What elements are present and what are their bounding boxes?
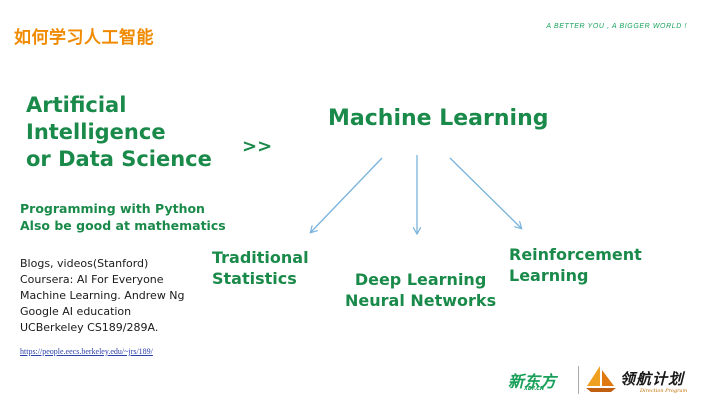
branch-label-line: Learning: [509, 266, 589, 285]
branch-traditional-statistics: Traditional Statistics: [212, 247, 309, 289]
arrow-to-traditional: [311, 157, 383, 232]
slide-title: 如何学习人工智能: [14, 28, 154, 48]
resource-item: Coursera: AI For Everyone: [20, 273, 164, 286]
program-logo-sub: Direction Program: [640, 388, 688, 394]
skill-item: Also be good at mathematics: [20, 218, 226, 233]
logo-divider: [578, 366, 579, 394]
branch-deep-learning: Deep Learning Neural Networks: [345, 269, 496, 311]
branch-label-line: Reinforcement: [509, 245, 642, 264]
branch-reinforcement-learning: Reinforcement Learning: [509, 244, 642, 286]
branch-label-line: Traditional: [212, 248, 309, 267]
skill-item: Programming with Python: [20, 201, 205, 216]
ai-heading-line: Intelligence: [26, 120, 166, 144]
branch-label-line: Deep Learning: [354, 270, 487, 289]
ai-heading: Artificial Intelligence or Data Science: [26, 92, 212, 173]
xdf-logo-sub: XDF.CN: [524, 386, 545, 392]
arrow-to-reinforcement: [449, 157, 521, 228]
xdf-logo: 新东方 XDF.CN: [508, 368, 556, 392]
resource-item: UCBerkeley CS189/289A.: [20, 321, 159, 334]
resource-item: Machine Learning. Andrew Ng: [20, 289, 185, 302]
machine-learning-heading: Machine Learning: [328, 106, 549, 131]
berkeley-course-link[interactable]: https://people.eecs.berkeley.edu/~jrs/18…: [20, 347, 153, 356]
ai-heading-line: or Data Science: [26, 147, 212, 171]
ai-heading-line: Artificial: [26, 93, 127, 117]
skills-list: Programming with Python Also be good at …: [20, 200, 226, 234]
xdf-logo-text: 新东方: [508, 372, 557, 391]
program-logo-text: 领航计划: [620, 370, 685, 388]
resource-item: Google AI education: [20, 305, 132, 318]
branch-label-line: Statistics: [212, 269, 297, 288]
connector-symbol: >>: [242, 136, 273, 157]
resource-item: Blogs, videos(Stanford): [20, 257, 149, 270]
branch-label-line: Neural Networks: [345, 291, 497, 310]
sailboat-icon: [586, 366, 616, 392]
resources-list: Blogs, videos(Stanford) Coursera: AI For…: [20, 256, 185, 336]
slogan: A BETTER YOU , A BIGGER WORLD !: [546, 23, 687, 30]
